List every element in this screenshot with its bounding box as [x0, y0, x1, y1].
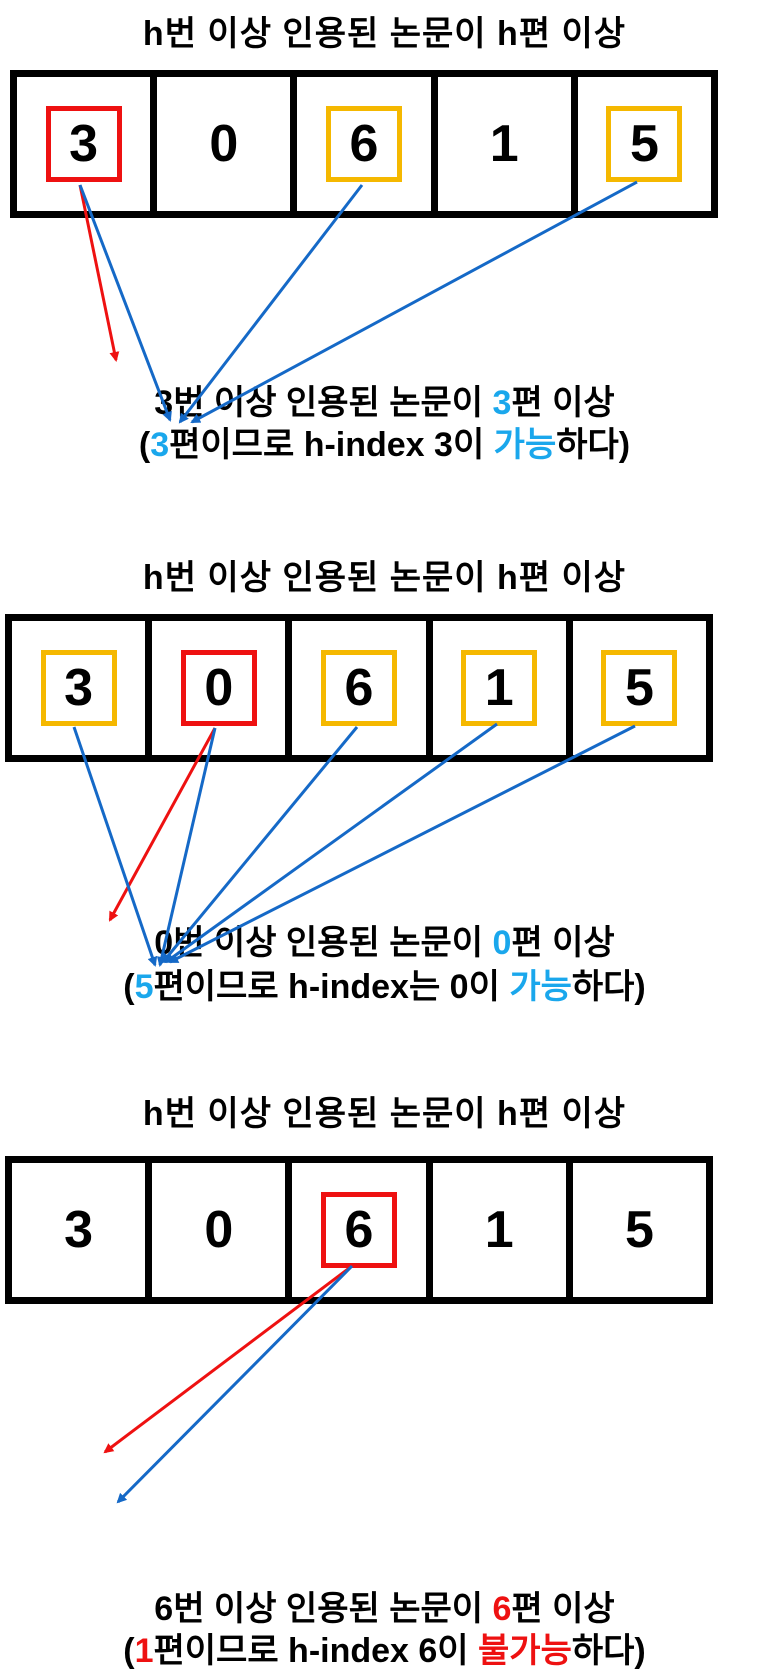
- cell-value: 6: [349, 115, 379, 173]
- array-cell: 0: [152, 1163, 293, 1297]
- array-cell: 1: [433, 1163, 573, 1297]
- caption-highlight: 가능: [509, 968, 572, 1006]
- array-cell: 1: [433, 621, 573, 755]
- array-cell: 3: [12, 1163, 153, 1297]
- highlight-box-yellow: [326, 106, 402, 182]
- array-cell: 1: [438, 77, 578, 211]
- panel-1-caption-line2: (3편이므로 h-index 3이 가능하다): [0, 424, 769, 466]
- cell-value: 5: [624, 1201, 654, 1259]
- panel-3-heading: h번 이상 인용된 논문이 h편 이상: [142, 1095, 627, 1133]
- caption-text: 0: [154, 924, 174, 962]
- array-cell: 0: [152, 621, 293, 755]
- array-cell: 6: [292, 621, 433, 755]
- caption-text: 번 이상 인용된 논문이: [173, 1590, 493, 1628]
- cell-value: 3: [64, 1201, 94, 1259]
- caption-text: 하다): [571, 968, 646, 1006]
- panel-2-heading: h번 이상 인용된 논문이 h편 이상: [142, 559, 627, 597]
- caption-text: 번 이상 인용된 논문이: [173, 924, 493, 962]
- caption-text: 편이므로 h-index 3이: [169, 426, 494, 464]
- cell-value: 1: [484, 659, 514, 717]
- caption-text: 편이므로 h-index는 0이: [153, 968, 510, 1006]
- cell-value: 6: [344, 1201, 374, 1259]
- highlight-box-yellow: [461, 650, 538, 726]
- caption-text: 편 이상: [511, 924, 615, 962]
- caption-text: 편이므로 h-index 6이: [153, 1632, 479, 1670]
- highlight-box-yellow: [40, 650, 117, 726]
- caption-text: 편 이상: [511, 1590, 615, 1628]
- cell-value: 1: [489, 115, 519, 173]
- panel-3-array: 3 0 6 1 5: [5, 1156, 713, 1304]
- caption-highlight: 3: [150, 426, 170, 464]
- array-cell: 5: [578, 77, 711, 211]
- array-cell: 3: [12, 621, 153, 755]
- array-cell: 6: [297, 77, 438, 211]
- cell-value: 1: [484, 1201, 514, 1259]
- caption-text: (: [123, 968, 135, 1006]
- highlight-box-red: [321, 1192, 397, 1268]
- cell-value: 6: [344, 659, 374, 717]
- caption-text: 하다): [571, 1632, 646, 1670]
- array-cell: 5: [573, 1163, 706, 1297]
- panel-1-heading: h번 이상 인용된 논문이 h편 이상: [142, 15, 627, 53]
- array-cell: 5: [573, 621, 706, 755]
- caption-text: (: [138, 426, 151, 464]
- caption-highlight: 불가능: [478, 1632, 572, 1670]
- cell-value: 5: [624, 659, 654, 717]
- cell-value: 0: [204, 1201, 234, 1259]
- panel-1-array: 3 0 6 1 5: [10, 70, 718, 218]
- panel-2-array: 3 0 6 1 5: [5, 614, 713, 762]
- panel-1-caption-line1: 3번 이상 인용된 논문이 3편 이상: [0, 382, 769, 424]
- cell-value: 3: [64, 659, 94, 717]
- cell-value: 3: [69, 115, 99, 173]
- caption-text: (: [123, 1632, 135, 1670]
- caption-highlight: 6: [492, 1590, 512, 1628]
- cell-value: 0: [209, 115, 239, 173]
- panel-2-caption-line2: (5편이므로 h-index는 0이 가능하다): [0, 966, 769, 1008]
- panel-2-caption-line1: 0번 이상 인용된 논문이 0편 이상: [0, 922, 769, 964]
- caption-highlight: 0: [492, 924, 512, 962]
- array-cell: 3: [17, 77, 158, 211]
- panel-3-caption-line2: (1편이므로 h-index 6이 불가능하다): [0, 1630, 769, 1672]
- caption-text: 3: [154, 384, 174, 422]
- caption-text: 번 이상 인용된 논문이: [173, 384, 493, 422]
- caption-highlight: 가능: [493, 426, 557, 464]
- caption-text: 하다): [556, 426, 631, 464]
- highlight-box-yellow: [606, 106, 683, 182]
- cell-value: 5: [629, 115, 659, 173]
- highlight-box-red: [45, 106, 122, 182]
- caption-text: 6: [154, 1590, 174, 1628]
- caption-highlight: 3: [492, 384, 512, 422]
- caption-highlight: 5: [134, 968, 154, 1006]
- cell-value: 0: [204, 659, 234, 717]
- panel-3-caption-line1: 6번 이상 인용된 논문이 6편 이상: [0, 1588, 769, 1630]
- caption-highlight: 1: [134, 1632, 154, 1670]
- array-cell: 0: [157, 77, 298, 211]
- caption-text: 편 이상: [511, 384, 615, 422]
- array-cell: 6: [292, 1163, 433, 1297]
- highlight-box-yellow: [601, 650, 678, 726]
